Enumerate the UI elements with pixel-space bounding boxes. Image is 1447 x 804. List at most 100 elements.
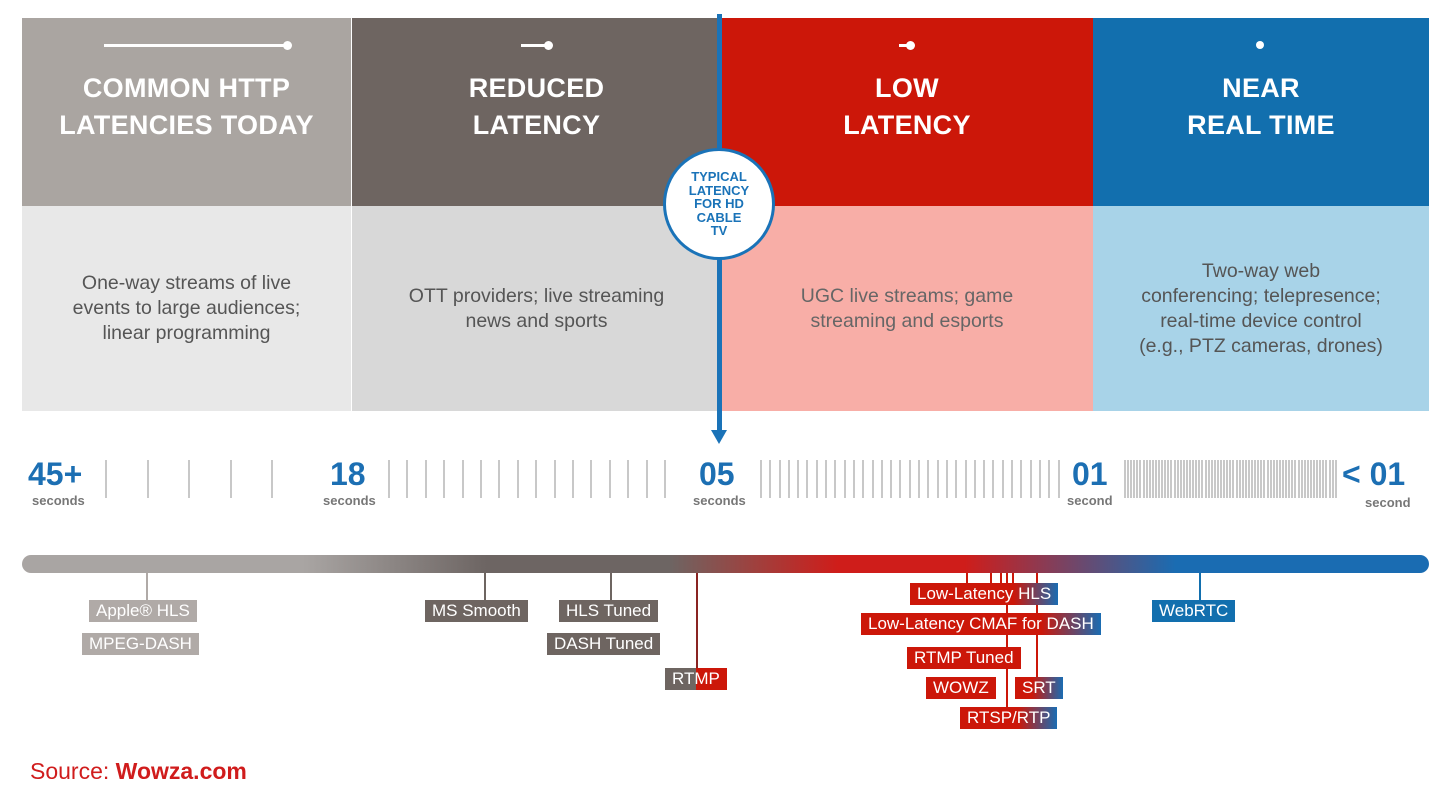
axis-tick bbox=[1048, 460, 1050, 498]
connector-webrtc bbox=[1199, 573, 1201, 601]
axis-tick bbox=[1291, 460, 1293, 498]
axis-tick bbox=[862, 460, 864, 498]
axis-tick bbox=[535, 460, 537, 498]
axis-tick bbox=[388, 460, 390, 498]
axis-tick bbox=[909, 460, 911, 498]
axis-tick bbox=[1313, 460, 1315, 498]
column-title: COMMON HTTP LATENCIES TODAY bbox=[59, 73, 314, 140]
axis-tick bbox=[853, 460, 855, 498]
axis-tick bbox=[1304, 460, 1306, 498]
axis-tick bbox=[664, 460, 666, 498]
latency-indicator-icon bbox=[1256, 41, 1264, 49]
protocol-rtmp: RTMP bbox=[665, 668, 727, 690]
protocol-dash-tuned: DASH Tuned bbox=[547, 633, 661, 655]
axis-tick bbox=[1143, 460, 1145, 498]
axis-tick bbox=[147, 460, 149, 498]
axis-tick bbox=[1124, 460, 1126, 498]
axis-tick bbox=[1257, 460, 1259, 498]
axis-unit-05: seconds bbox=[693, 493, 746, 508]
axis-tick bbox=[1127, 460, 1129, 498]
axis-tick bbox=[271, 460, 273, 498]
protocol-rtsp-rtp: RTSP/RTP bbox=[960, 707, 1058, 729]
column-header: NEAR REAL TIME bbox=[1093, 18, 1429, 206]
axis-tick bbox=[844, 460, 846, 498]
connector-rtmp bbox=[696, 573, 698, 669]
connector-apple-hls bbox=[146, 573, 148, 600]
axis-tick bbox=[1189, 460, 1191, 498]
axis-tick bbox=[1301, 460, 1303, 498]
protocol-wowz: WOWZ bbox=[926, 677, 996, 699]
axis-tick bbox=[1282, 460, 1284, 498]
axis-tick bbox=[965, 460, 967, 498]
column-description: UGC live streams; game streaming and esp… bbox=[800, 284, 1014, 332]
axis-tick bbox=[1161, 460, 1163, 498]
axis-tick bbox=[1180, 460, 1182, 498]
axis-tick bbox=[1195, 460, 1197, 498]
axis-tick bbox=[1245, 460, 1247, 498]
connector-ll-hls-1 bbox=[966, 573, 968, 585]
protocol-ll-cmaf: Low-Latency CMAF for DASH bbox=[861, 613, 1101, 635]
axis-tick bbox=[1186, 460, 1188, 498]
axis-tick bbox=[1267, 460, 1269, 498]
axis-tick bbox=[1002, 460, 1004, 498]
protocol-apple-hls: Apple® HLS bbox=[89, 600, 197, 622]
axis-tick bbox=[1136, 460, 1138, 498]
column-header: COMMON HTTP LATENCIES TODAY bbox=[22, 18, 351, 206]
axis-tick bbox=[983, 460, 985, 498]
column-body: Two-way web conferencing; telepresence; … bbox=[1093, 206, 1429, 411]
axis-tick bbox=[1288, 460, 1290, 498]
axis-tick bbox=[1167, 460, 1169, 498]
column-title: LOW LATENCY bbox=[843, 73, 971, 140]
connector-srt bbox=[1012, 573, 1014, 585]
axis-tick bbox=[1205, 460, 1207, 498]
axis-tick bbox=[834, 460, 836, 498]
axis-tick bbox=[1130, 460, 1132, 498]
column-title: NEAR REAL TIME bbox=[1187, 73, 1335, 140]
axis-tick bbox=[927, 460, 929, 498]
axis-tick bbox=[1158, 460, 1160, 498]
axis-tick bbox=[1146, 460, 1148, 498]
axis-tick bbox=[797, 460, 799, 498]
column-body: One-way streams of live events to large … bbox=[22, 206, 351, 411]
protocol-rtmp-tuned: RTMP Tuned bbox=[907, 647, 1021, 669]
axis-tick bbox=[899, 460, 901, 498]
source-name: Wowza.com bbox=[115, 758, 247, 784]
axis-tick bbox=[1211, 460, 1213, 498]
latency-indicator-icon bbox=[104, 41, 292, 50]
axis-tick bbox=[769, 460, 771, 498]
latency-indicator-icon bbox=[899, 41, 915, 50]
axis-tick bbox=[1273, 460, 1275, 498]
axis-tick bbox=[1208, 460, 1210, 498]
axis-tick bbox=[425, 460, 427, 498]
axis-tick bbox=[1276, 460, 1278, 498]
axis-tick bbox=[1174, 460, 1176, 498]
axis-tick bbox=[872, 460, 874, 498]
axis-tick bbox=[1251, 460, 1253, 498]
axis-tick bbox=[955, 460, 957, 498]
axis-unit-lt01: second bbox=[1365, 495, 1411, 510]
connector-ll-hls-2 bbox=[990, 573, 992, 585]
axis-tick bbox=[1020, 460, 1022, 498]
axis-tick bbox=[1335, 460, 1337, 498]
axis-tick bbox=[1279, 460, 1281, 498]
axis-tick bbox=[1223, 460, 1225, 498]
column-description: OTT providers; live streaming news and s… bbox=[408, 284, 665, 332]
axis-tick bbox=[1316, 460, 1318, 498]
axis-tick bbox=[1133, 460, 1135, 498]
column-title: REDUCED LATENCY bbox=[468, 73, 605, 140]
axis-tick bbox=[554, 460, 556, 498]
axis-tick bbox=[779, 460, 781, 498]
axis-tick bbox=[517, 460, 519, 498]
column-body: OTT providers; live streaming news and s… bbox=[352, 206, 721, 411]
axis-tick bbox=[1242, 460, 1244, 498]
axis-tick bbox=[1164, 460, 1166, 498]
axis-value-45: 45+ bbox=[28, 456, 83, 492]
axis-tick bbox=[1248, 460, 1250, 498]
axis-tick bbox=[1329, 460, 1331, 498]
axis-tick bbox=[462, 460, 464, 498]
column-body: UGC live streams; game streaming and esp… bbox=[721, 206, 1093, 411]
axis-tick bbox=[1310, 460, 1312, 498]
column-header: REDUCED LATENCY bbox=[352, 18, 721, 206]
axis-tick bbox=[1232, 460, 1234, 498]
axis-tick bbox=[1260, 460, 1262, 498]
